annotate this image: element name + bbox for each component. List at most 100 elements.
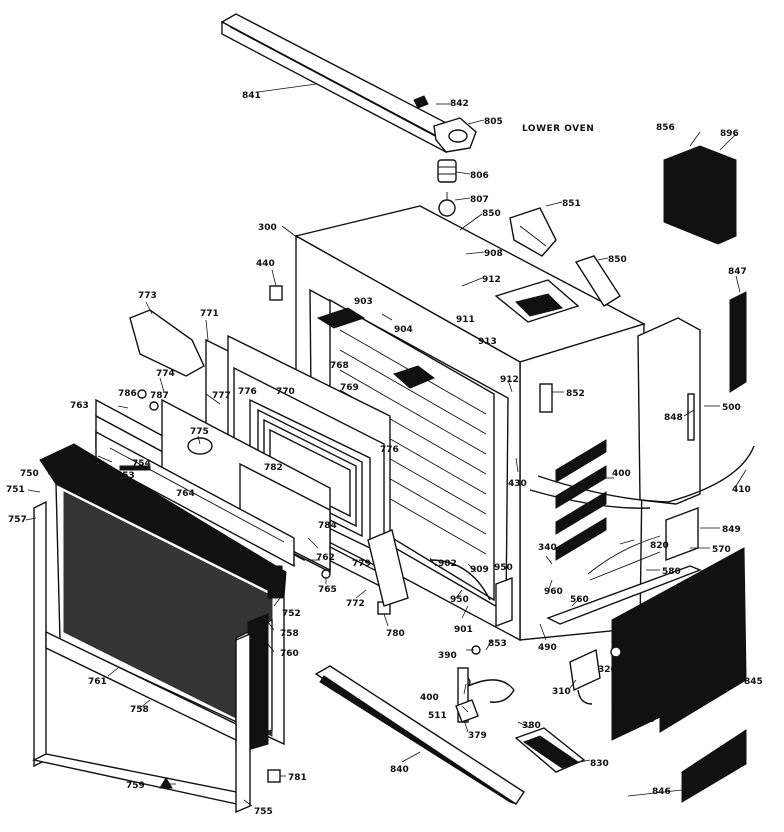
callout-500: 500 xyxy=(722,403,741,413)
callout-848: 848 xyxy=(664,413,683,423)
oven-body xyxy=(294,205,646,642)
small-parts xyxy=(137,285,622,789)
callout-759: 759 xyxy=(126,781,145,791)
callout-830: 830 xyxy=(590,759,609,769)
callout-851: 851 xyxy=(562,199,581,209)
callout-773: 773 xyxy=(138,291,157,301)
bracket-851 xyxy=(509,207,557,257)
callout-779: 779 xyxy=(352,559,371,569)
callout-776b: 776 xyxy=(380,445,399,455)
callout-775: 775 xyxy=(190,427,209,437)
callout-390: 390 xyxy=(438,651,457,661)
callout-909: 909 xyxy=(470,565,489,575)
callout-856: 856 xyxy=(656,123,675,133)
callout-570: 570 xyxy=(712,545,731,555)
callout-912a: 912 xyxy=(482,275,501,285)
callout-950b: 950 xyxy=(450,595,469,605)
insulation-847 xyxy=(729,291,747,393)
callout-850a: 850 xyxy=(482,209,501,219)
callout-902: 902 xyxy=(438,559,457,569)
callout-852: 852 xyxy=(566,389,585,399)
callout-913: 913 xyxy=(478,337,497,347)
callout-901: 901 xyxy=(454,625,473,635)
callout-850b: 850 xyxy=(608,255,627,265)
callout-805: 805 xyxy=(484,117,503,127)
callout-903: 903 xyxy=(354,297,373,307)
callout-908: 908 xyxy=(484,249,503,259)
bracket-805 xyxy=(413,95,477,153)
callout-757: 757 xyxy=(8,515,27,525)
callout-300: 300 xyxy=(258,223,277,233)
callout-490: 490 xyxy=(538,643,557,653)
callout-807: 807 xyxy=(470,195,489,205)
callout-320: 320 xyxy=(598,665,617,675)
callout-765: 765 xyxy=(318,585,337,595)
diagram-title: LOWER OVEN xyxy=(522,124,594,134)
callout-764: 764 xyxy=(176,489,195,499)
callout-770: 770 xyxy=(276,387,295,397)
callout-846: 846 xyxy=(652,787,671,797)
callout-380: 380 xyxy=(522,721,541,731)
callout-753: 753 xyxy=(116,471,135,481)
callout-750: 750 xyxy=(20,469,39,479)
callout-400b: 400 xyxy=(420,693,439,703)
callout-845: 845 xyxy=(744,677,763,687)
panel-845 xyxy=(659,649,747,733)
callout-772: 772 xyxy=(346,599,365,609)
side-panel-848 xyxy=(637,317,701,505)
callout-430: 430 xyxy=(508,479,527,489)
door-hinge-379 xyxy=(455,667,515,723)
callout-820: 820 xyxy=(650,541,669,551)
door-glass-784 xyxy=(239,462,331,572)
callout-782a: 782 xyxy=(264,463,283,473)
callout-787: 787 xyxy=(150,391,169,401)
callout-580: 580 xyxy=(662,567,681,577)
leader-lines xyxy=(25,83,747,807)
insulation-856 xyxy=(663,145,737,245)
bracket-310 xyxy=(569,648,601,705)
callout-762: 762 xyxy=(316,553,335,563)
panel-846 xyxy=(681,729,747,803)
callout-758a: 758 xyxy=(280,629,299,639)
callout-760: 760 xyxy=(280,649,299,659)
callout-904: 904 xyxy=(394,325,413,335)
callout-950: 950 xyxy=(494,563,513,573)
callout-771: 771 xyxy=(200,309,219,319)
callout-761: 761 xyxy=(88,677,107,687)
door-parts-902 xyxy=(367,529,513,628)
callout-440: 440 xyxy=(256,259,275,269)
callout-340: 340 xyxy=(538,543,557,553)
callout-849: 849 xyxy=(722,525,741,535)
callout-768: 768 xyxy=(330,361,349,371)
bracket-850 xyxy=(574,255,621,307)
door-handle-754 xyxy=(95,430,295,568)
callout-410: 410 xyxy=(732,485,751,495)
callout-784: 784 xyxy=(318,521,337,531)
top-trim-841 xyxy=(220,13,458,154)
callout-400a: 400 xyxy=(612,469,631,479)
callout-911: 911 xyxy=(456,315,475,325)
callout-776a: 776 xyxy=(238,387,257,397)
callout-777: 777 xyxy=(212,391,231,401)
callout-780: 780 xyxy=(386,629,405,639)
callout-842: 842 xyxy=(450,99,469,109)
callout-853: 853 xyxy=(488,639,507,649)
bracket-773 xyxy=(129,309,205,377)
callout-843: 843 xyxy=(636,715,655,725)
heating-element-410 xyxy=(529,445,755,509)
callout-840: 840 xyxy=(390,765,409,775)
callout-781: 781 xyxy=(288,773,307,783)
callout-751: 751 xyxy=(6,485,25,495)
callout-754: 754 xyxy=(132,459,151,469)
callout-310: 310 xyxy=(552,687,571,697)
callout-755: 755 xyxy=(254,807,273,817)
door-inner-771 xyxy=(205,334,391,588)
callout-912b: 912 xyxy=(500,375,519,385)
door-latch-830 xyxy=(514,727,586,773)
callout-560: 560 xyxy=(570,595,589,605)
bottom-trim-840 xyxy=(314,665,525,805)
callout-769: 769 xyxy=(340,383,359,393)
callout-758b: 758 xyxy=(130,705,149,715)
callout-841: 841 xyxy=(242,91,261,101)
callout-847: 847 xyxy=(728,267,747,277)
